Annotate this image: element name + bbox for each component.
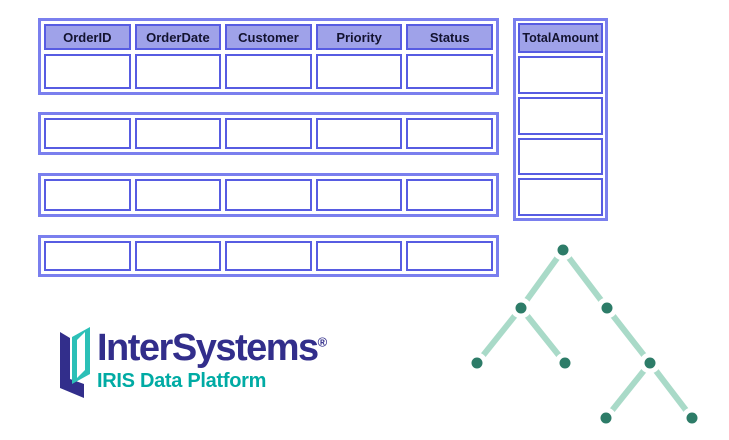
orders-table-row	[38, 235, 499, 277]
tree-edge	[647, 360, 695, 421]
tree-edge	[560, 247, 610, 311]
brand-name: InterSystems®	[97, 329, 327, 367]
table-cell	[518, 137, 603, 176]
column-header-orderdate: OrderDate	[134, 24, 222, 50]
column-header-customer: Customer	[225, 24, 312, 50]
table-cell	[44, 241, 131, 271]
registered-trademark-symbol: ®	[317, 334, 328, 350]
tree-node	[466, 352, 488, 374]
tree-node	[595, 407, 617, 429]
intersystems-logo-icon	[60, 327, 90, 398]
tree-edge	[518, 247, 566, 311]
table-cell	[406, 179, 493, 211]
column-header-orderid: OrderID	[44, 24, 131, 50]
table-cell	[134, 118, 222, 149]
orders-table: OrderID OrderDate Customer Priority Stat…	[38, 18, 499, 95]
tree-node	[639, 352, 661, 374]
table-cell	[406, 118, 493, 149]
tree-edge	[604, 305, 653, 366]
table-cell	[518, 178, 603, 216]
column-header-status: Status	[406, 24, 493, 50]
logo-subtitle: IRIS Data Platform	[97, 370, 267, 392]
table-cell	[134, 179, 222, 211]
tree-node	[681, 407, 703, 429]
table-cell	[134, 54, 222, 89]
totalamount-column: TotalAmount	[513, 18, 608, 221]
tree-node	[554, 352, 576, 374]
intersystems-logo: InterSystems® IRIS Data Platform	[57, 324, 327, 400]
orders-table-row	[38, 173, 499, 217]
tree-node	[510, 297, 532, 319]
table-cell	[44, 179, 131, 211]
tree-edge	[518, 305, 568, 366]
table-cell	[44, 54, 131, 89]
column-header-totalamount: TotalAmount	[518, 23, 603, 53]
logo-text: InterSystems® IRIS Data Platform	[97, 324, 327, 393]
table-cell	[225, 118, 312, 149]
table-cell	[315, 54, 403, 89]
table-cell	[225, 179, 312, 211]
table-cell	[406, 241, 493, 271]
table-cell	[315, 179, 403, 211]
binary-tree-diagram	[466, 239, 703, 429]
table-cell	[518, 96, 603, 135]
tree-edge	[603, 360, 653, 421]
table-cell	[134, 241, 222, 271]
table-cell	[315, 241, 403, 271]
tree-node	[596, 297, 618, 319]
table-cell	[406, 54, 493, 89]
orders-table-row	[38, 112, 499, 155]
table-cell	[44, 118, 131, 149]
tree-edge	[474, 305, 524, 366]
tree-node	[552, 239, 574, 261]
table-cell	[225, 241, 312, 271]
column-header-priority: Priority	[315, 24, 403, 50]
table-cell	[225, 54, 312, 89]
table-cell	[315, 118, 403, 149]
table-cell	[518, 56, 603, 94]
brand-wordmark: InterSystems	[97, 327, 319, 369]
